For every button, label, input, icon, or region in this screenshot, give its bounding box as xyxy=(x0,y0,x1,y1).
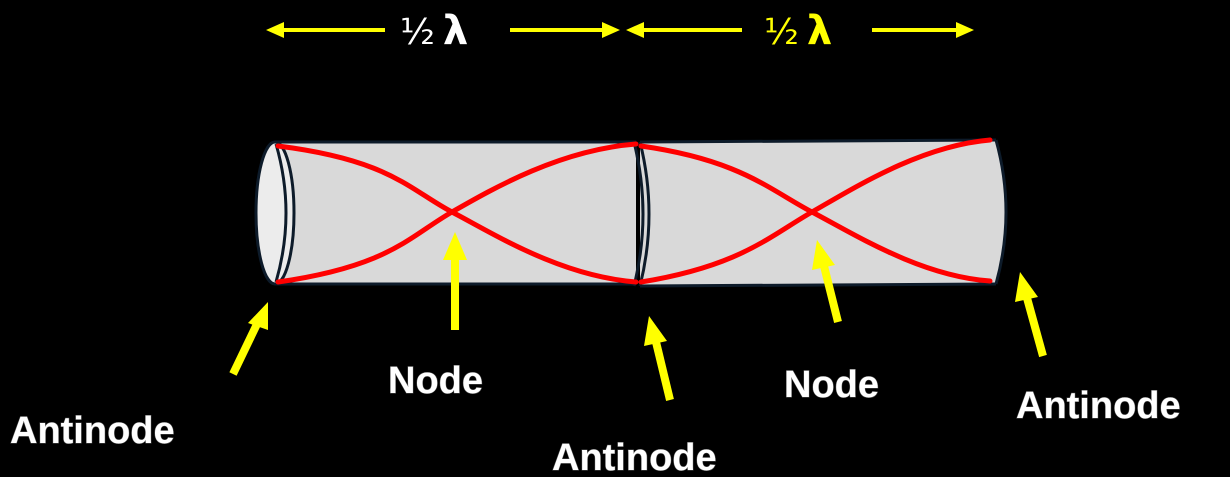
left-dimension-arrowhead-a xyxy=(266,22,284,38)
left-antinode-arrowhead xyxy=(248,302,268,330)
tube-joint xyxy=(632,141,651,287)
tube-right-bottom-edge xyxy=(639,282,997,288)
right-antinode-arrowhead xyxy=(1015,272,1038,302)
wave-left-curve-up xyxy=(275,141,639,285)
left-node-arrowhead xyxy=(443,232,467,260)
right-antinode-arrow-shaft xyxy=(1023,296,1047,358)
middle-antinode-arrow-shaft xyxy=(652,341,674,401)
middle-antinode-arrowhead xyxy=(644,316,667,346)
tube-left-open-end xyxy=(254,140,296,286)
tube-right-top-edge xyxy=(639,138,997,144)
right-dimension-arrowhead-b xyxy=(956,22,974,38)
left-antinode-arrow-shaft xyxy=(229,320,262,376)
tube-left-open-end-rim xyxy=(274,143,288,283)
standing-wave xyxy=(275,137,993,285)
right-node-label: Node xyxy=(784,364,879,406)
pointer-arrows xyxy=(229,232,1047,401)
right-dimension-arrowhead-a xyxy=(626,22,644,38)
right-node-arrowhead xyxy=(812,240,835,270)
left-node-label: Node xyxy=(388,360,483,402)
tube-joint-rim-right xyxy=(638,141,651,287)
left-dimension-arrowhead-b xyxy=(602,22,620,38)
left-antinode-label: Antinode xyxy=(10,410,175,452)
right-antinode-label: Antinode xyxy=(1016,385,1181,427)
tube-joint-rim-left xyxy=(632,141,645,287)
wave-right-curve-up xyxy=(638,137,993,285)
tube-right-end-cap xyxy=(994,139,1008,285)
right-node-arrow-shaft xyxy=(820,265,842,323)
middle-antinode-label: Antinode xyxy=(552,437,717,477)
